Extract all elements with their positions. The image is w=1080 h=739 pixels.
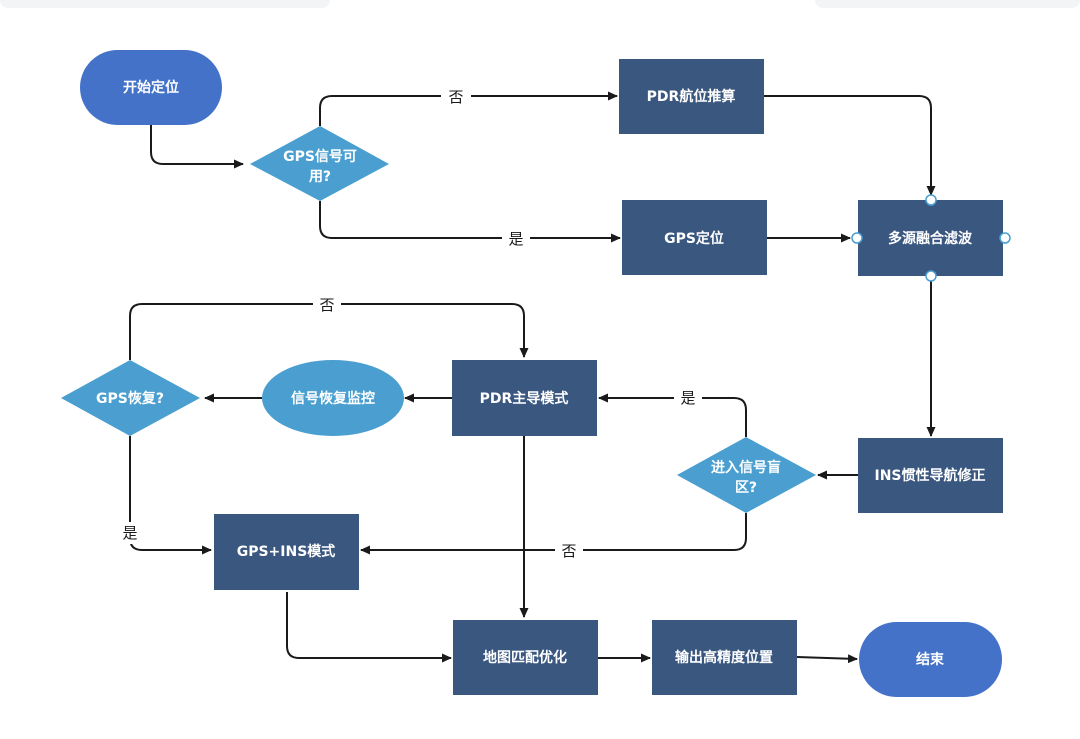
gps-recovered-label: GPS恢复? <box>96 390 164 407</box>
pdr-dead-reckoning-label: PDR航位推算 <box>647 88 736 105</box>
top-edge-shade-left <box>0 0 330 8</box>
edge-gps-ins-to-map-matching <box>286 592 452 663</box>
fusion-connector-right <box>999 232 1011 244</box>
ins-correction-node: INS惯性导航修正 <box>858 438 1003 513</box>
fusion-filter-node: 多源融合滤波 <box>851 194 1011 282</box>
blind-zone-label-line2: 区? <box>735 480 757 496</box>
gps-positioning-label: GPS定位 <box>664 230 724 247</box>
edge-gps-check-no-to-pdr <box>319 91 618 126</box>
edge-gps-check-yes-to-gps-positioning <box>319 201 621 243</box>
gps-recovered-decision: GPS恢复? <box>61 360 200 436</box>
gps-check-decision: GPS信号可 用? <box>250 126 389 201</box>
edge-label-gps-no: 否 <box>448 88 463 106</box>
blind-zone-label-line1: 进入信号盲 <box>711 459 781 476</box>
nodes: 开始定位 GPS信号可 用? PDR航位推算 GPS定位 多源融合滤波 <box>61 50 1011 697</box>
start-node: 开始定位 <box>80 50 222 125</box>
blind-zone-decision: 进入信号盲 区? <box>677 437 816 513</box>
fusion-connector-top <box>925 194 937 206</box>
top-edge-shade-right <box>815 0 1080 8</box>
fusion-filter-label: 多源融合滤波 <box>888 230 973 247</box>
end-node-label: 结束 <box>916 651 945 668</box>
map-matching-label: 地图匹配优化 <box>483 649 567 666</box>
edge-label-gps-yes: 是 <box>508 230 523 248</box>
edge-label-recover-no: 否 <box>319 296 334 314</box>
pdr-dead-reckoning-node: PDR航位推算 <box>619 59 764 134</box>
pdr-main-mode-node: PDR主导模式 <box>452 360 597 436</box>
pdr-main-mode-label: PDR主导模式 <box>480 390 569 407</box>
map-matching-node: 地图匹配优化 <box>453 620 598 695</box>
gps-positioning-node: GPS定位 <box>622 200 767 275</box>
edge-label-recover-yes: 是 <box>122 524 137 542</box>
fusion-connector-bottom <box>925 270 937 282</box>
signal-monitor-node: 信号恢复监控 <box>262 360 404 436</box>
signal-monitor-label: 信号恢复监控 <box>291 390 375 407</box>
ins-correction-label: INS惯性导航修正 <box>874 467 985 484</box>
gps-check-label-line2: 用? <box>309 169 331 185</box>
gps-check-label-line1: GPS信号可 <box>283 148 357 165</box>
end-node: 结束 <box>859 622 1002 697</box>
edge-blind-yes-to-pdr-main <box>598 393 747 437</box>
edge-output-to-end <box>796 654 858 664</box>
edge-blind-no-to-gps-ins <box>360 513 747 555</box>
edge-labels: 否 是 否 是 是 否 <box>116 86 702 562</box>
output-node: 输出高精度位置 <box>652 620 797 695</box>
start-node-label: 开始定位 <box>123 79 179 96</box>
gps-ins-mode-label: GPS+INS模式 <box>237 543 336 560</box>
edge-pdr-to-fusion <box>764 95 936 196</box>
fusion-connector-left <box>851 232 863 244</box>
output-label: 输出高精度位置 <box>675 649 773 666</box>
gps-ins-mode-node: GPS+INS模式 <box>214 514 359 590</box>
edge-start-to-gps-check <box>150 125 244 169</box>
edge-label-blind-no: 否 <box>561 542 576 560</box>
edge-label-blind-yes: 是 <box>680 389 695 407</box>
